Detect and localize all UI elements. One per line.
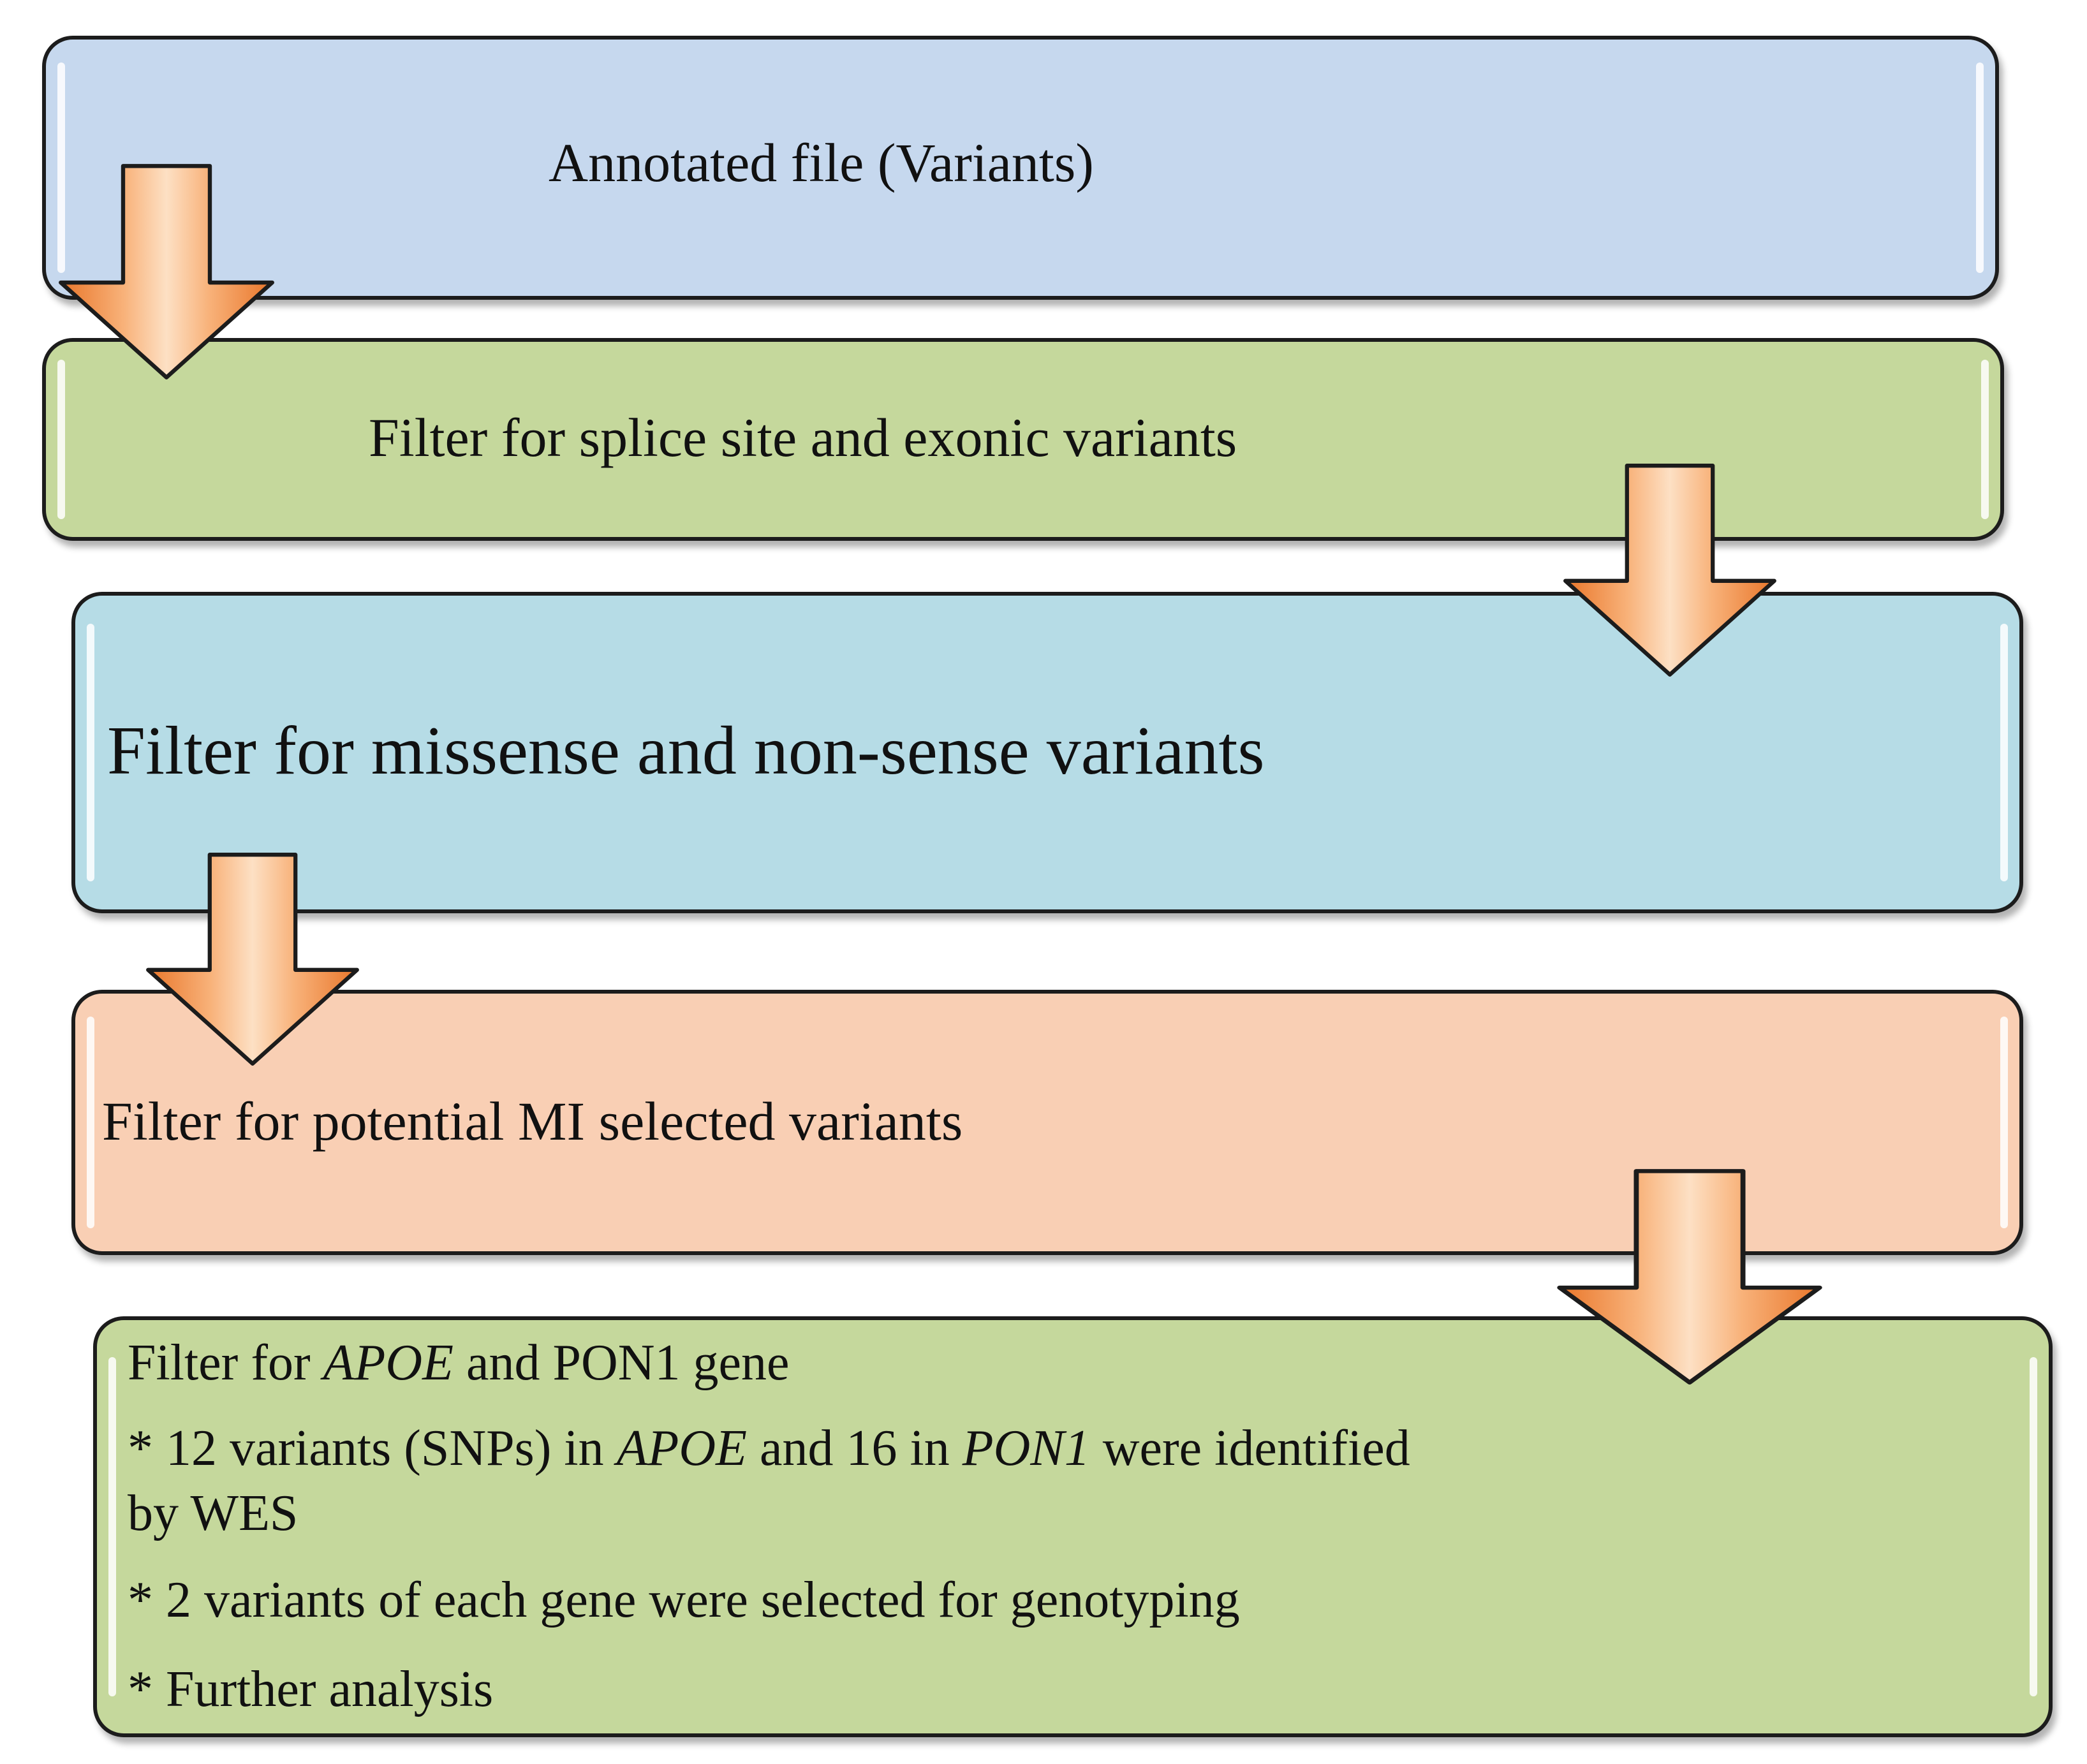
step-annotated-file	[42, 36, 1999, 300]
down-arrow-icon	[1563, 464, 1776, 677]
final-line-2-continued: by WES	[128, 1485, 299, 1541]
step-apoe-pon1-filter	[93, 1316, 2053, 1737]
down-arrow-icon	[1557, 1169, 1822, 1385]
step-splice-exonic-filter-label: Filter for splice site and exonic varian…	[369, 407, 1237, 468]
final-line-1: Filter for APOE and PON1 gene	[128, 1335, 790, 1391]
final-line-2: * 12 variants (SNPs) in APOE and 16 in P…	[128, 1420, 1410, 1476]
final-line-4: * Further analysis	[128, 1661, 494, 1717]
final-line-3: * 2 variants of each gene were selected …	[128, 1572, 1240, 1628]
step-missense-nonsense-filter-label: Filter for missense and non-sense varian…	[107, 713, 1265, 789]
down-arrow-icon	[59, 164, 274, 379]
step-splice-exonic-filter	[42, 338, 2004, 541]
step-mi-selected-filter-label: Filter for potential MI selected variant…	[102, 1091, 963, 1152]
step-annotated-file-label: Annotated file (Variants)	[549, 132, 1094, 193]
step-mi-selected-filter	[71, 990, 2023, 1255]
down-arrow-icon	[146, 853, 359, 1066]
